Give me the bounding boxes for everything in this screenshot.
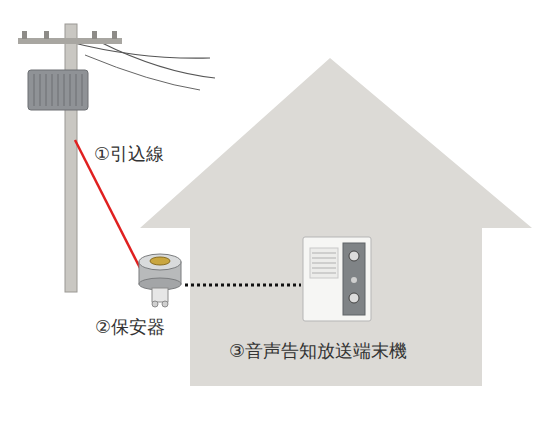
node-caption: ②保安器 bbox=[95, 316, 165, 338]
utility-pole bbox=[65, 24, 77, 292]
transformer bbox=[28, 70, 88, 110]
house-shape bbox=[140, 58, 532, 386]
cross-arm bbox=[18, 38, 122, 44]
power-wire bbox=[85, 55, 200, 90]
node-caption: ③音声告知放送端末機 bbox=[229, 340, 407, 362]
dotted-connector bbox=[185, 284, 301, 287]
terminal-icon bbox=[303, 237, 371, 321]
protector-icon bbox=[139, 254, 181, 307]
insulators bbox=[22, 31, 117, 39]
callout-label: ①引込線 bbox=[94, 143, 164, 165]
terminal-node: ③音声告知放送端末機 bbox=[303, 237, 371, 321]
power-wire bbox=[70, 42, 210, 58]
power-wire bbox=[100, 42, 215, 78]
transformer-fins bbox=[34, 74, 82, 106]
protector-node: ②保安器 bbox=[137, 250, 183, 308]
